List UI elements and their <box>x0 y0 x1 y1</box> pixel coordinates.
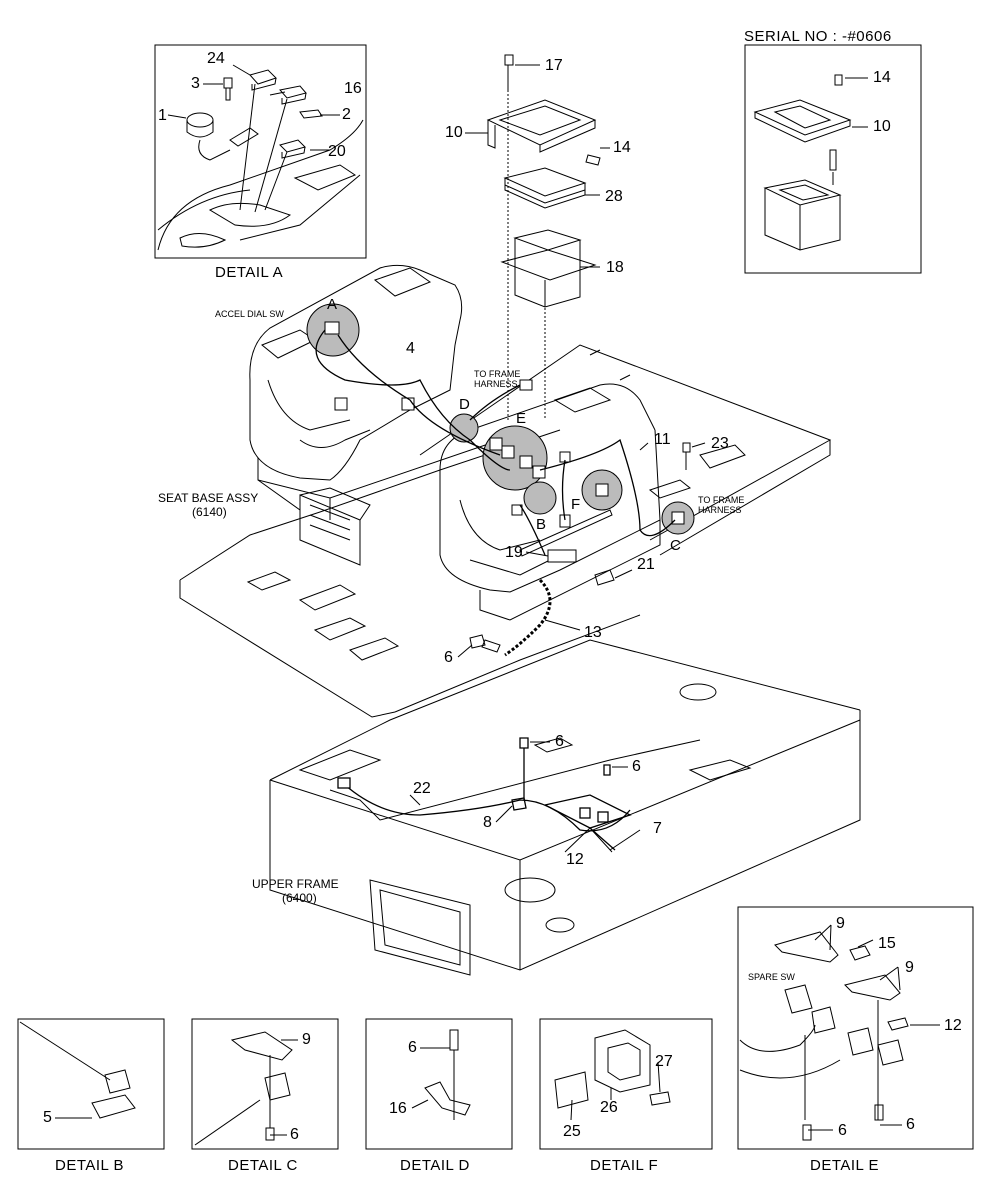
right-console <box>439 383 661 621</box>
part-number: 9 <box>836 915 845 932</box>
part-number: 14 <box>873 69 891 86</box>
part-number: 10 <box>445 124 463 141</box>
part-number: 6 <box>838 1122 847 1139</box>
detail-b-caption: DETAIL B <box>55 1157 125 1174</box>
part-number: 9 <box>302 1031 311 1048</box>
part-number: 19 <box>505 544 523 561</box>
part-number: 6 <box>444 649 453 666</box>
detail-e-caption: DETAIL E <box>810 1157 880 1174</box>
harness-note-1: HARNESS <box>474 379 518 389</box>
part-number: 27 <box>655 1053 673 1070</box>
harness-parts <box>324 321 685 563</box>
part-number: 11 <box>654 431 671 448</box>
part-number: 13 <box>584 624 602 641</box>
part-number: 6 <box>408 1039 417 1056</box>
part-number: 24 <box>207 50 225 67</box>
harness-13 <box>481 578 552 657</box>
part-number: 22 <box>413 780 431 797</box>
upper-frame <box>269 639 861 976</box>
callout-letter-d: D <box>459 396 470 413</box>
part-number: 9 <box>905 959 914 976</box>
harness-note-2: HARNESS <box>698 505 742 515</box>
serial-box <box>744 44 922 274</box>
part-number: 23 <box>711 435 729 452</box>
bolts <box>469 90 691 649</box>
part-number: 15 <box>878 935 896 952</box>
part-number: 5 <box>43 1109 52 1126</box>
part-number: 6 <box>555 733 564 750</box>
to-frame-note-2: TO FRAME <box>698 495 745 505</box>
part-number: 10 <box>873 118 891 135</box>
detail-c-caption: DETAIL C <box>228 1157 298 1174</box>
part-number: 6 <box>632 758 641 775</box>
part-number: 12 <box>944 1017 962 1034</box>
seat-base-plate <box>179 429 641 718</box>
left-console <box>249 264 501 520</box>
detail-c-box <box>191 1018 339 1150</box>
upper-frame-note: UPPER FRAME <box>252 877 339 891</box>
to-frame-note-1: TO FRAME <box>474 369 521 379</box>
detail-d-caption: DETAIL D <box>400 1157 470 1174</box>
callout-letter-c: C <box>670 537 681 554</box>
detail-f-box <box>539 1018 713 1150</box>
part-number: 3 <box>191 75 200 92</box>
part-number: 21 <box>637 556 655 573</box>
part-number: 16 <box>344 80 362 97</box>
detail-a-box <box>154 44 367 259</box>
spare-sw-note: SPARE SW <box>748 972 795 982</box>
part-number: 14 <box>613 139 631 156</box>
seat-base-number: (6140) <box>192 505 227 519</box>
seat-base-note: SEAT BASE ASSY <box>158 491 259 505</box>
callout-letter-f: F <box>571 496 581 513</box>
part-number: 4 <box>406 340 415 357</box>
accel-dial-note: ACCEL DIAL SW <box>215 309 284 319</box>
part-number: 6 <box>290 1126 299 1143</box>
part-number: 28 <box>605 188 623 205</box>
part-number: 8 <box>483 814 492 831</box>
part-number: 16 <box>389 1100 407 1117</box>
callout-letter-a: A <box>327 296 338 313</box>
floor-panel <box>419 344 832 556</box>
callout-letter-b: B <box>536 516 547 533</box>
part-number: 26 <box>600 1099 618 1116</box>
wire-harness <box>315 329 676 556</box>
detail-a-caption: DETAIL A <box>215 264 284 281</box>
part-number: 2 <box>342 106 351 123</box>
upper-stack <box>486 54 601 308</box>
part-number: 18 <box>606 259 624 276</box>
part-number: 12 <box>566 851 584 868</box>
part-number: 6 <box>906 1116 915 1133</box>
part-number: 25 <box>563 1123 581 1140</box>
harness-22 <box>337 737 632 851</box>
callout-letter-e: E <box>516 410 527 427</box>
serial-label: SERIAL NO : -#0606 <box>744 28 892 45</box>
leader-lines <box>55 64 940 1136</box>
detail-d-box <box>365 1018 513 1150</box>
part-number: 7 <box>653 820 662 837</box>
detail-e-box <box>737 906 974 1150</box>
detail-b-box <box>17 1018 165 1150</box>
part-number: 17 <box>545 57 563 74</box>
upper-frame-number: (6400) <box>282 891 317 905</box>
part-number: 1 <box>158 107 167 124</box>
detail-f-caption: DETAIL F <box>590 1157 659 1174</box>
part-number: 20 <box>328 143 346 160</box>
